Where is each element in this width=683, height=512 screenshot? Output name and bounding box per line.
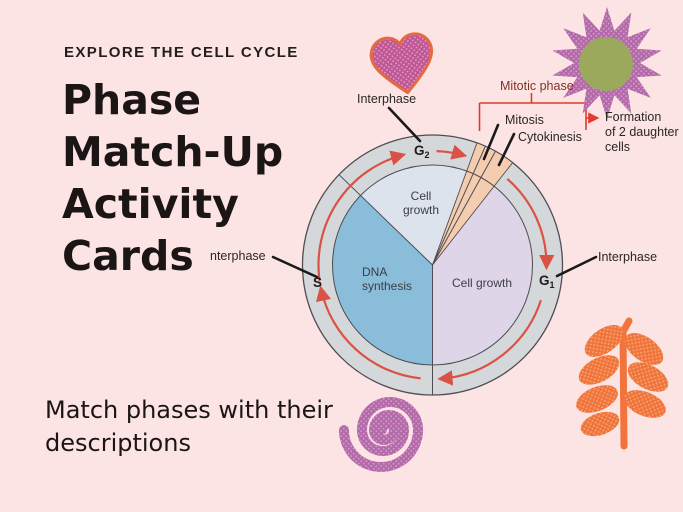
label-mitosis: Mitosis [505, 113, 544, 127]
label-formation: Formation of 2 daughter cells [605, 110, 679, 155]
leaf [578, 355, 620, 385]
title-line: Match-Up [62, 128, 284, 176]
formation-line: Formation [605, 110, 662, 124]
leaf [624, 390, 666, 418]
label-interphase-top: Interphase [357, 92, 417, 106]
ring-label-s: S [313, 275, 322, 292]
cycle-arrow-m-to-g1 [506, 178, 555, 271]
phase-letter: G [414, 143, 425, 158]
heart-sticker [369, 32, 434, 95]
label-dna-synthesis: DNA synthesis [362, 265, 413, 293]
formation-line: cells [605, 140, 631, 154]
title-line: Cards [62, 232, 194, 280]
kicker-text: EXPLORE THE CELL CYCLE [64, 44, 299, 61]
branch-sticker [576, 317, 669, 450]
slice-g1-cell-growth [432, 186, 533, 366]
starburst-center [579, 37, 633, 91]
ring-label-g1: G1 [539, 273, 555, 290]
cycle-arrow-g1-to-bottom [437, 299, 542, 386]
label-interphase-left: nterphase [210, 249, 266, 263]
label-cell-growth-g2: Cell growth [392, 189, 450, 217]
leaf [576, 385, 618, 413]
slice-label-line: Cell [410, 189, 432, 203]
cycle-arrow-g2-to-m [436, 144, 468, 160]
instruction-line: Match phases with their [45, 396, 333, 424]
phase-letter: G [539, 273, 550, 288]
title-line: Phase [62, 76, 202, 124]
branch-leaves [576, 325, 669, 437]
label-cytokinesis: Cytokinesis [518, 130, 582, 144]
leaf [580, 411, 620, 437]
label-interphase-right: Interphase [598, 250, 658, 264]
phase-subscript: 2 [424, 150, 430, 160]
label-cell-growth-g1: Cell growth [452, 276, 513, 290]
phase-boundary-lines [338, 145, 496, 395]
branch-stem [619, 317, 633, 450]
label-mitotic-phase: Mitotic phase [500, 79, 574, 93]
slice-dna-synthesis [332, 195, 433, 365]
slice-label-line: DNA [362, 265, 388, 279]
mitotic-phase-bracket [478, 93, 587, 131]
inner-circle-outline [332, 164, 533, 366]
ring-label-g2: G2 [414, 143, 430, 160]
callout-pointer-lines [271, 106, 598, 279]
leaf [627, 362, 669, 392]
slice-label-line: growth [402, 202, 440, 217]
heart-icon [369, 32, 434, 95]
spiral-icon [339, 397, 424, 472]
cycle-arrow-bottom-to-s [315, 285, 421, 380]
cell-cycle-diagram [271, 93, 600, 396]
instruction-text: Match phases with their descriptions [45, 394, 333, 460]
phase-subscript: 1 [549, 280, 555, 290]
phase-letter: S [313, 275, 323, 290]
leaf [584, 325, 624, 357]
slice-label-line: synthesis [362, 278, 413, 293]
instruction-line: descriptions [45, 429, 191, 457]
page-title: Phase Match-Up Activity Cards [62, 74, 283, 282]
formation-line: of 2 daughter [605, 125, 679, 139]
starburst-sticker [552, 7, 662, 119]
leaf [624, 333, 664, 365]
cycle-arrow-s-to-g2 [317, 150, 407, 282]
cycle-arrows [315, 144, 555, 386]
title-line: Activity [62, 180, 239, 228]
